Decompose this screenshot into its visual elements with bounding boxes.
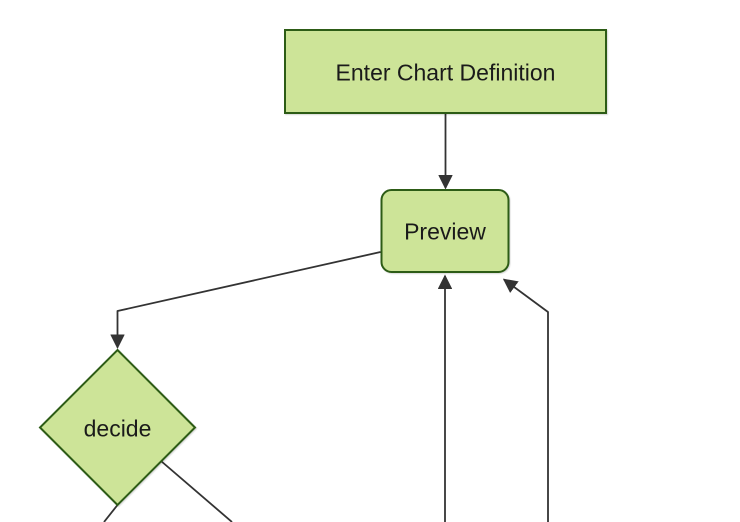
- rounded-rectangle-shape: [380, 189, 510, 273]
- rectangle-shape: [284, 29, 607, 114]
- node-label-preview: Preview: [404, 219, 486, 245]
- edge-preview-to-decide: [110, 251, 381, 349]
- node-enter-chart-definition: Enter Chart Definition: [284, 29, 607, 114]
- diamond-shape: [38, 348, 197, 507]
- edge-decide-to-offscreen-bottom: [160, 460, 233, 522]
- node-preview: Preview: [380, 189, 510, 273]
- edge-layer: [103, 114, 549, 522]
- edge-offscreen-right-to-preview: [502, 278, 549, 522]
- node-label-decide: decide: [84, 416, 152, 442]
- node-label-enter-chart-definition: Enter Chart Definition: [336, 60, 556, 86]
- node-decide: decide: [38, 348, 197, 507]
- edge-decide-to-offscreen-left: [103, 504, 119, 522]
